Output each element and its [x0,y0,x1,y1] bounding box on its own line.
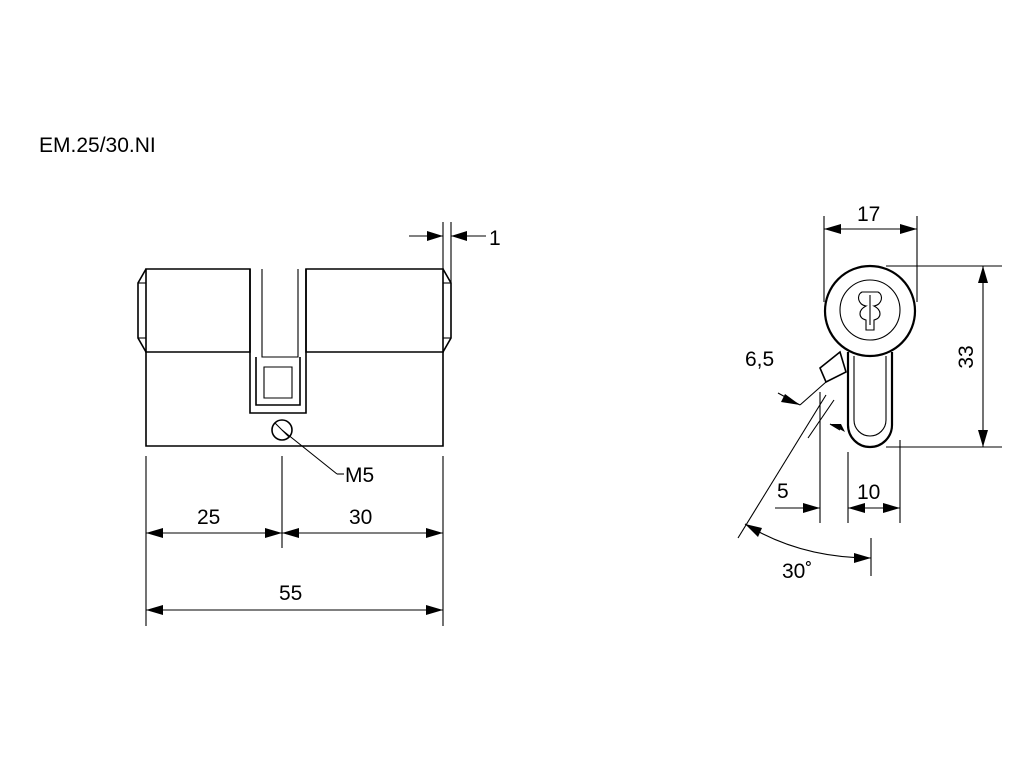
svg-text:30: 30 [349,506,372,529]
front-view: 17 33 6,5 5 [737,203,1002,583]
svg-text:25: 25 [197,506,220,529]
cylinder-profile [819,264,917,449]
side-view: 1 M5 25 30 55 [137,222,501,626]
product-code: EM.25/30.NI [39,134,156,157]
dimension-cam-offset-front: 5 [775,392,849,523]
svg-text:55: 55 [279,582,302,605]
dimension-angle: 30˚ [744,523,872,583]
cam [819,350,847,384]
svg-text:1: 1 [489,227,501,250]
dimension-cam-offset: 1 [409,222,501,283]
screw-label: M5 [345,464,374,487]
svg-text:10: 10 [857,481,880,504]
screw-hole [271,419,293,441]
dimension-left-right: 25 30 [146,506,443,538]
dimension-total: 55 [146,582,443,615]
dimension-width: 17 [823,203,918,302]
svg-text:6,5: 6,5 [745,348,774,371]
cylinder-body [137,268,452,447]
svg-text:30˚: 30˚ [782,560,812,583]
svg-text:17: 17 [857,203,880,226]
dimension-cam-thickness: 6,5 [745,348,845,432]
dimension-body-width: 10 [848,440,901,523]
svg-text:33: 33 [955,345,978,368]
screw-callout: M5 [281,429,374,487]
dimension-height: 33 [886,265,1002,448]
svg-text:5: 5 [777,480,789,503]
